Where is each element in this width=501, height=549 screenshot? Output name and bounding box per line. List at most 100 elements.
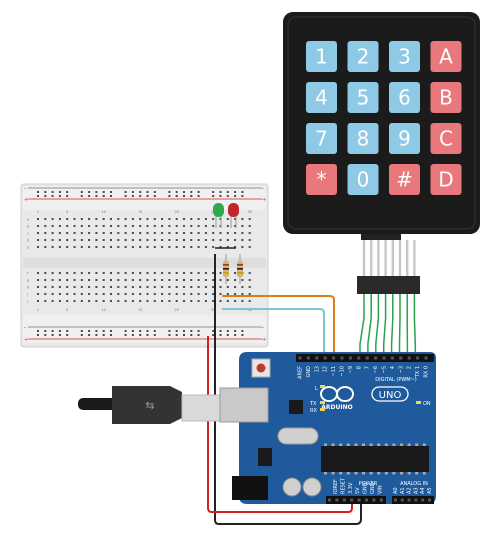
rail-hole[interactable] — [190, 191, 192, 193]
breadboard-hole[interactable] — [37, 272, 39, 274]
breadboard-hole[interactable] — [66, 286, 68, 288]
breadboard-hole[interactable] — [147, 272, 149, 274]
breadboard-hole[interactable] — [74, 232, 76, 234]
breadboard-hole[interactable] — [110, 232, 112, 234]
breadboard-hole[interactable] — [227, 232, 229, 234]
breadboard-hole[interactable] — [227, 279, 229, 281]
breadboard-hole[interactable] — [198, 286, 200, 288]
breadboard-hole[interactable] — [190, 218, 192, 220]
rail-hole[interactable] — [147, 334, 149, 336]
breadboard-hole[interactable] — [117, 239, 119, 241]
key-0[interactable]: 0 — [348, 164, 379, 195]
breadboard-hole[interactable] — [241, 225, 243, 227]
breadboard-hole[interactable] — [227, 293, 229, 295]
rail-hole[interactable] — [241, 334, 243, 336]
breadboard-hole[interactable] — [139, 300, 141, 302]
breadboard-hole[interactable] — [220, 239, 222, 241]
breadboard-hole[interactable] — [103, 293, 105, 295]
rail-hole[interactable] — [88, 195, 90, 197]
breadboard-hole[interactable] — [154, 218, 156, 220]
breadboard-hole[interactable] — [241, 232, 243, 234]
breadboard-hole[interactable] — [161, 218, 163, 220]
breadboard-hole[interactable] — [139, 279, 141, 281]
breadboard-hole[interactable] — [183, 225, 185, 227]
power-pin[interactable] — [358, 499, 361, 502]
breadboard-hole[interactable] — [205, 286, 207, 288]
breadboard-hole[interactable] — [103, 272, 105, 274]
breadboard-hole[interactable] — [154, 279, 156, 281]
rail-hole[interactable] — [44, 195, 46, 197]
breadboard-hole[interactable] — [88, 279, 90, 281]
rail-hole[interactable] — [176, 330, 178, 332]
breadboard-hole[interactable] — [249, 272, 251, 274]
breadboard-hole[interactable] — [95, 286, 97, 288]
digital-pin[interactable] — [399, 357, 402, 360]
breadboard-hole[interactable] — [241, 218, 243, 220]
breadboard-hole[interactable] — [183, 239, 185, 241]
breadboard-hole[interactable] — [220, 279, 222, 281]
rail-hole[interactable] — [95, 330, 97, 332]
breadboard-hole[interactable] — [95, 218, 97, 220]
rail-hole[interactable] — [168, 334, 170, 336]
rail-hole[interactable] — [190, 195, 192, 197]
rail-hole[interactable] — [59, 330, 61, 332]
power-pin[interactable] — [365, 499, 368, 502]
breadboard-hole[interactable] — [88, 218, 90, 220]
rail-hole[interactable] — [147, 191, 149, 193]
breadboard-hole[interactable] — [37, 246, 39, 248]
keypad-wire[interactable] — [392, 294, 393, 358]
rail-hole[interactable] — [168, 330, 170, 332]
breadboard-hole[interactable] — [168, 300, 170, 302]
key-6[interactable]: 6 — [389, 82, 420, 113]
rail-hole[interactable] — [81, 334, 83, 336]
breadboard-hole[interactable] — [103, 239, 105, 241]
breadboard-hole[interactable] — [74, 279, 76, 281]
analog-pin[interactable] — [428, 499, 431, 502]
rail-hole[interactable] — [220, 191, 222, 193]
breadboard-hole[interactable] — [212, 272, 214, 274]
breadboard-hole[interactable] — [88, 225, 90, 227]
breadboard-hole[interactable] — [205, 293, 207, 295]
digital-pin[interactable] — [416, 357, 419, 360]
breadboard-hole[interactable] — [190, 293, 192, 295]
breadboard-hole[interactable] — [168, 246, 170, 248]
breadboard-hole[interactable] — [249, 239, 251, 241]
rail-hole[interactable] — [52, 334, 54, 336]
breadboard-hole[interactable] — [139, 293, 141, 295]
rail-hole[interactable] — [103, 334, 105, 336]
rail-hole[interactable] — [183, 191, 185, 193]
breadboard-hole[interactable] — [52, 272, 54, 274]
breadboard-hole[interactable] — [249, 246, 251, 248]
breadboard-hole[interactable] — [81, 246, 83, 248]
breadboard-hole[interactable] — [95, 272, 97, 274]
breadboard-hole[interactable] — [198, 225, 200, 227]
breadboard-hole[interactable] — [37, 300, 39, 302]
rail-hole[interactable] — [66, 195, 68, 197]
breadboard-hole[interactable] — [117, 218, 119, 220]
power-pin[interactable] — [343, 499, 346, 502]
breadboard-hole[interactable] — [139, 218, 141, 220]
breadboard-hole[interactable] — [168, 293, 170, 295]
breadboard-hole[interactable] — [161, 300, 163, 302]
breadboard-hole[interactable] — [205, 225, 207, 227]
keypad-wire[interactable] — [414, 294, 415, 358]
breadboard-hole[interactable] — [37, 232, 39, 234]
rail-hole[interactable] — [37, 334, 39, 336]
rail-hole[interactable] — [44, 191, 46, 193]
breadboard-hole[interactable] — [147, 293, 149, 295]
key-1[interactable]: 1 — [306, 41, 337, 72]
usb-cable[interactable]: ⇆ — [78, 386, 220, 424]
breadboard-hole[interactable] — [81, 272, 83, 274]
breadboard-hole[interactable] — [66, 279, 68, 281]
key-8[interactable]: 8 — [348, 123, 379, 154]
key-b[interactable]: B — [431, 82, 462, 113]
breadboard-hole[interactable] — [52, 300, 54, 302]
breadboard-hole[interactable] — [37, 293, 39, 295]
breadboard-hole[interactable] — [147, 232, 149, 234]
rail-hole[interactable] — [176, 195, 178, 197]
breadboard-hole[interactable] — [117, 293, 119, 295]
breadboard-hole[interactable] — [139, 286, 141, 288]
breadboard-hole[interactable] — [117, 279, 119, 281]
breadboard-hole[interactable] — [176, 232, 178, 234]
breadboard-hole[interactable] — [117, 286, 119, 288]
